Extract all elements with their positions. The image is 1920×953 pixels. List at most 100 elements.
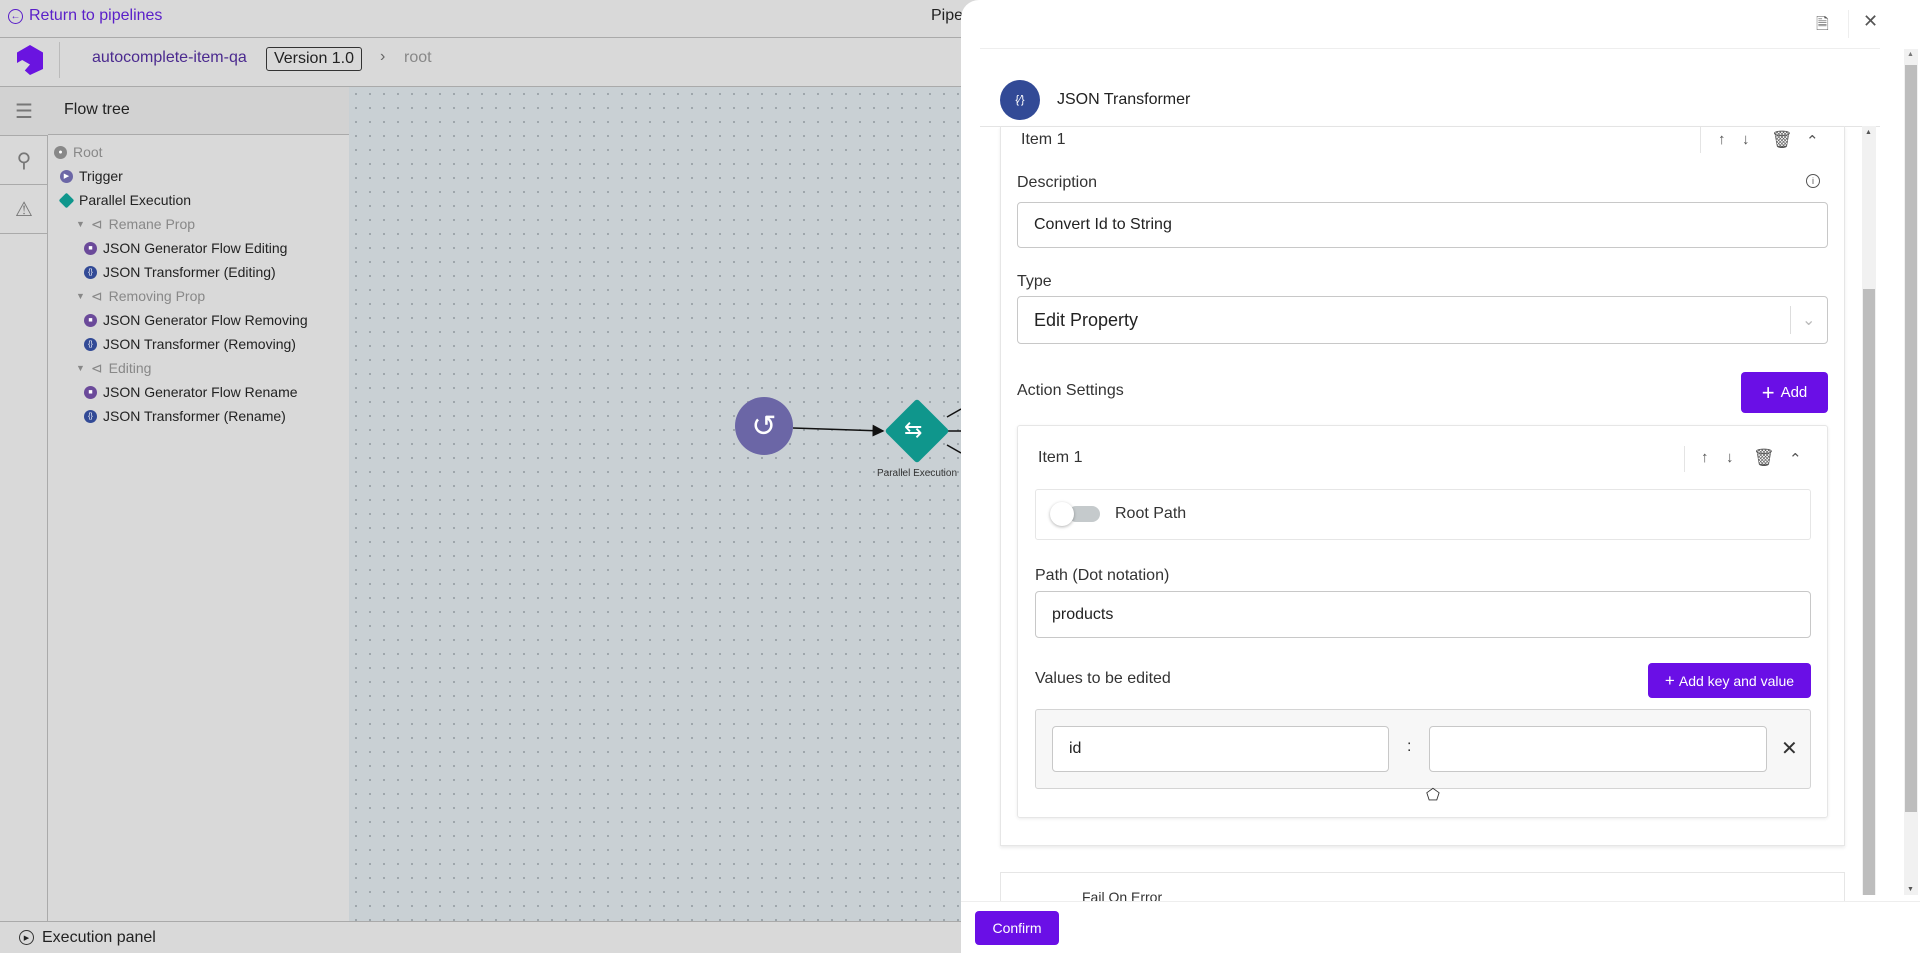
chevron-down-icon[interactable]: ⌄ xyxy=(1802,312,1816,329)
json-generator-icon: ■ xyxy=(84,313,97,327)
tree-label: JSON Transformer (Editing) xyxy=(103,264,276,280)
trash-icon[interactable]: 🗑 xyxy=(1753,448,1775,467)
branch-icon: ⊲ xyxy=(90,287,103,304)
add-key-value-button[interactable]: +Add key and value xyxy=(1648,663,1811,698)
tree-group-remane-prop[interactable]: ▼ ⊲ Remane Prop xyxy=(76,214,195,234)
tree-item[interactable]: ■ JSON Generator Flow Removing xyxy=(84,310,308,330)
transform-item-card xyxy=(1000,126,1845,846)
divider xyxy=(980,48,1880,49)
move-up-icon[interactable]: ↑ xyxy=(1718,131,1726,148)
description-value: Convert Id to String xyxy=(1034,216,1172,233)
add-action-button[interactable]: + Add xyxy=(1741,372,1828,413)
drawer-title: JSON Transformer xyxy=(1057,91,1191,108)
warning-icon[interactable]: ⚠ xyxy=(0,185,48,234)
tree-label: Editing xyxy=(108,360,152,376)
move-down-icon[interactable]: ↓ xyxy=(1742,131,1750,148)
key-value: id xyxy=(1069,740,1082,757)
pipeline-title: Pipe xyxy=(931,7,964,24)
scrollbar-thumb[interactable] xyxy=(1905,65,1917,812)
value-input[interactable] xyxy=(1429,726,1767,772)
key-input[interactable]: id xyxy=(1052,726,1389,772)
move-up-icon[interactable]: ↑ xyxy=(1701,449,1709,466)
drawer-footer xyxy=(961,901,1920,953)
inner-scrollbar[interactable]: ▲ xyxy=(1862,126,1876,895)
type-select[interactable]: Edit Property xyxy=(1017,296,1828,344)
path-input[interactable]: products xyxy=(1035,591,1811,638)
scrollbar-thumb[interactable] xyxy=(1863,289,1875,895)
back-label: Return to pipelines xyxy=(29,7,163,24)
caret-down-icon: ▼ xyxy=(76,291,85,301)
type-label: Type xyxy=(1017,273,1052,290)
outer-scrollbar[interactable]: ▲ ▼ xyxy=(1904,49,1918,895)
tree-label: Root xyxy=(73,144,103,160)
info-icon[interactable]: i xyxy=(1806,174,1820,188)
caret-down-icon: ▼ xyxy=(76,219,85,229)
json-transformer-icon: {} xyxy=(84,409,97,423)
tree-label: JSON Generator Flow Removing xyxy=(103,312,308,328)
parallel-node-label: Parallel Execution xyxy=(876,468,958,479)
flow-tree-icon[interactable]: ☰ xyxy=(0,87,48,136)
trash-icon[interactable]: 🗑 xyxy=(1771,130,1793,149)
plus-icon: + xyxy=(1761,379,1775,405)
scroll-down-icon[interactable]: ▼ xyxy=(1907,886,1914,893)
side-rail: ☰ ⚲ ⚠ xyxy=(0,87,48,921)
chevron-up-icon[interactable]: ⌃ xyxy=(1789,451,1802,468)
tree-label: JSON Transformer (Removing) xyxy=(103,336,296,352)
trigger-icon: ↺ xyxy=(751,409,777,443)
move-down-icon[interactable]: ↓ xyxy=(1726,449,1734,466)
action-item-card xyxy=(1017,425,1828,818)
remove-pair-icon[interactable]: ✕ xyxy=(1781,738,1798,760)
mouse-cursor-icon: ⬠ xyxy=(1426,787,1440,804)
json-transformer-icon: {∕} xyxy=(1000,80,1040,120)
root-path-toggle[interactable] xyxy=(1068,506,1100,522)
breadcrumb-root[interactable]: root xyxy=(404,49,432,66)
tree-item[interactable]: {} JSON Transformer (Rename) xyxy=(84,406,286,426)
scroll-up-icon[interactable]: ▲ xyxy=(1865,129,1872,136)
tree-item-trigger[interactable]: ▶Trigger xyxy=(60,166,123,186)
trigger-icon: ▶ xyxy=(60,169,73,183)
tree-item[interactable]: {}JSON Transformer (Removing) xyxy=(84,334,296,354)
path-value: products xyxy=(1052,605,1114,623)
description-label: Description xyxy=(1017,174,1098,191)
documentation-icon[interactable]: 🗎 xyxy=(1816,16,1829,33)
search-icon[interactable]: ⚲ xyxy=(0,136,48,185)
tree-group-editing[interactable]: ▼⊲Editing xyxy=(76,358,151,378)
execution-panel-toggle[interactable]: ▶Execution panel xyxy=(0,921,961,953)
parallel-arrows-icon: ⇆ xyxy=(904,417,923,442)
pipeline-name[interactable]: autocomplete-item-qa xyxy=(92,49,247,66)
flow-tree-title: Flow tree xyxy=(48,87,349,135)
tree-item-root[interactable]: ● Root xyxy=(54,142,103,162)
execution-panel-label: Execution panel xyxy=(42,928,156,946)
tree-item[interactable]: ■JSON Generator Flow Rename xyxy=(84,382,298,402)
type-value: Edit Property xyxy=(1034,309,1139,330)
return-to-pipelines-link[interactable]: ← Return to pipelines xyxy=(8,7,162,25)
description-input[interactable]: Convert Id to String xyxy=(1017,202,1828,248)
chevron-right-icon: › xyxy=(380,48,386,65)
chevron-up-icon[interactable]: ⌃ xyxy=(1806,133,1819,150)
tree-label: Removing Prop xyxy=(108,288,206,304)
arrow-left-circle-icon: ← xyxy=(8,8,23,24)
confirm-button[interactable]: Confirm xyxy=(975,911,1059,945)
tree-group-removing-prop[interactable]: ▼ ⊲ Removing Prop xyxy=(76,286,205,306)
divider xyxy=(1790,306,1791,334)
trigger-node[interactable]: ↺ xyxy=(735,397,793,455)
branch-icon: ⊲ xyxy=(90,215,103,232)
tree-item[interactable]: ■JSON Generator Flow Editing xyxy=(84,238,287,258)
tree-item-parallel-execution[interactable]: Parallel Execution xyxy=(58,190,192,210)
top-bar xyxy=(0,0,961,38)
flow-canvas[interactable]: ↺ ⇆ Parallel Execution xyxy=(349,87,961,921)
root-icon: ● xyxy=(54,145,67,159)
close-icon[interactable]: ✕ xyxy=(1863,11,1879,31)
toggle-knob[interactable] xyxy=(1050,502,1074,526)
version-badge[interactable]: Version 1.0 xyxy=(266,47,362,71)
tree-label: Parallel Execution xyxy=(79,192,192,208)
add-label: Add xyxy=(1780,384,1808,401)
divider xyxy=(1848,10,1849,38)
path-label: Path (Dot notation) xyxy=(1035,567,1170,584)
tree-label: JSON Transformer (Rename) xyxy=(103,408,286,424)
tree-item[interactable]: {}JSON Transformer (Editing) xyxy=(84,262,276,282)
parallel-icon xyxy=(58,192,75,208)
scroll-up-icon[interactable]: ▲ xyxy=(1907,51,1914,58)
node-settings-drawer xyxy=(961,0,1920,953)
tree-label: Remane Prop xyxy=(108,216,196,232)
